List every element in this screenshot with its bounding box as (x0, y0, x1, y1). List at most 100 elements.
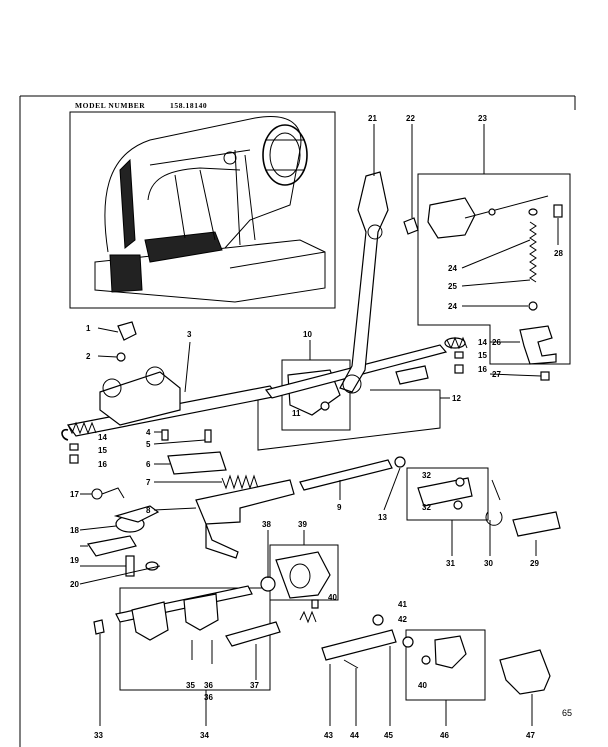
callout-12: 12 (452, 394, 461, 403)
callout-33: 33 (94, 731, 103, 740)
callout-14-left: 14 (98, 433, 107, 442)
part-26 (519, 325, 557, 365)
callout-28: 28 (554, 249, 563, 258)
callout-24-top: 24 (448, 264, 457, 273)
group-box-23 (417, 173, 571, 365)
part-23 (427, 197, 476, 239)
part-24-bottom (528, 301, 538, 311)
part-2 (116, 352, 126, 362)
callout-16-left: 16 (98, 460, 107, 469)
part-6 (167, 451, 227, 475)
part-47 (499, 649, 551, 695)
part-17 (91, 487, 125, 500)
part-19 (86, 535, 137, 557)
callout-25: 25 (448, 282, 457, 291)
callout-3: 3 (187, 330, 192, 339)
part-16-left (69, 454, 79, 464)
callout-40-top: 40 (328, 593, 337, 602)
callout-1: 1 (86, 324, 91, 333)
callout-40-bottom: 40 (418, 681, 427, 690)
part-7 (221, 474, 259, 490)
callout-2: 2 (86, 352, 91, 361)
part-1 (117, 321, 137, 341)
callout-26: 26 (492, 338, 501, 347)
part-44 (343, 659, 359, 669)
part-40-top (311, 599, 319, 609)
part-37 (225, 621, 281, 647)
part-11 (320, 401, 330, 411)
callout-36-left: 36 (204, 681, 213, 690)
callout-6: 6 (146, 460, 151, 469)
callout-16-right: 16 (478, 365, 487, 374)
part-9 (299, 459, 393, 491)
page-code: 65 (562, 708, 572, 718)
group-box-10 (281, 359, 351, 431)
part-28 (553, 204, 563, 218)
callout-37: 37 (250, 681, 259, 690)
callout-15-left: 15 (98, 446, 107, 455)
callout-35: 35 (186, 681, 195, 690)
callout-29: 29 (530, 559, 539, 568)
callout-41: 41 (398, 600, 407, 609)
model-number-label: MODEL NUMBER (75, 101, 145, 110)
callout-45: 45 (384, 731, 393, 740)
group-box-31 (406, 467, 489, 521)
part-32-bottom (453, 500, 463, 510)
part-14-left (67, 421, 97, 435)
callout-36-right: 36 (204, 693, 213, 702)
callout-31: 31 (446, 559, 455, 568)
callout-14-right: 14 (478, 338, 487, 347)
part-42 (372, 614, 384, 626)
part-21 (339, 171, 389, 393)
callout-47: 47 (526, 731, 535, 740)
callout-11: 11 (292, 409, 301, 418)
callout-5: 5 (146, 440, 151, 449)
callout-20: 20 (70, 580, 79, 589)
callout-38: 38 (262, 520, 271, 529)
part-12 (395, 365, 429, 385)
part-24-top (528, 208, 538, 216)
group-box-34 (119, 587, 271, 691)
part-46 (434, 635, 467, 669)
part-15-left (69, 443, 79, 451)
page-frame (19, 95, 576, 747)
part-38 (260, 576, 276, 592)
callout-10: 10 (303, 330, 312, 339)
callout-32-bottom: 32 (422, 503, 431, 512)
part-39 (275, 551, 331, 599)
callout-18: 18 (70, 526, 79, 535)
callout-labels: 1 2 3 4 5 6 7 8 9 10 11 12 13 14 15 16 1… (70, 114, 563, 740)
part-5 (204, 429, 212, 443)
callout-23: 23 (478, 114, 487, 123)
model-number-value: 158.18140 (170, 101, 207, 110)
callout-19: 19 (70, 556, 79, 565)
group-box-46 (405, 629, 486, 701)
callout-4: 4 (146, 428, 151, 437)
callout-8: 8 (146, 506, 151, 515)
part-16-right (454, 364, 464, 374)
leader-lines (79, 124, 559, 726)
part-32-top (455, 477, 465, 487)
callout-43: 43 (324, 731, 333, 740)
callout-24-bottom: 24 (448, 302, 457, 311)
callout-9: 9 (337, 503, 342, 512)
callout-39: 39 (298, 520, 307, 529)
callout-30: 30 (484, 559, 493, 568)
part-43 (321, 629, 397, 661)
callout-17: 17 (70, 490, 79, 499)
part-27 (540, 371, 550, 381)
part-13 (394, 456, 406, 468)
callout-15-right: 15 (478, 351, 487, 360)
machine-overview-inset (69, 111, 336, 309)
part-40-bottom (421, 655, 431, 665)
part-41 (299, 610, 317, 624)
group-box-12 (257, 389, 441, 451)
part-15-right (454, 351, 464, 359)
callout-13: 13 (378, 513, 387, 522)
callout-42: 42 (398, 615, 407, 624)
callout-34: 34 (200, 731, 209, 740)
callout-7: 7 (146, 478, 151, 487)
callout-46: 46 (440, 731, 449, 740)
part-14-right (446, 336, 468, 350)
